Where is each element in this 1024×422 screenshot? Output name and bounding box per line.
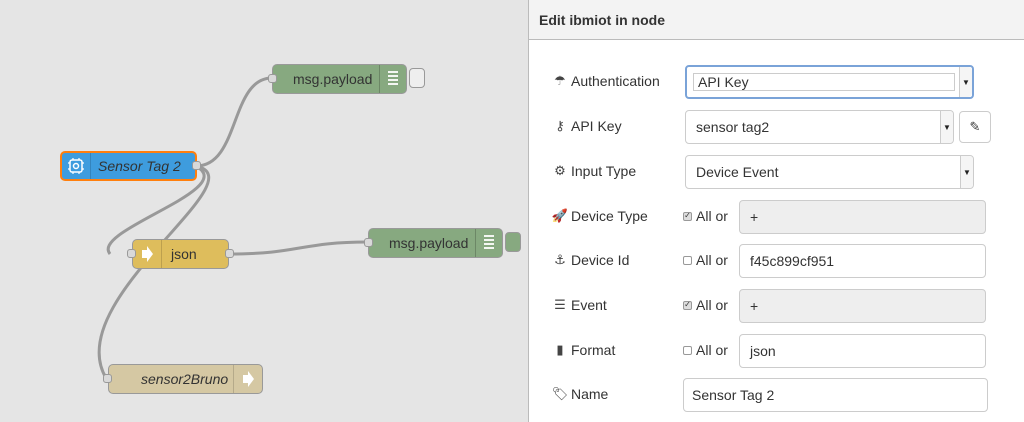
flow-canvas[interactable]: msg.payload Sensor Tag 2 json msg.payloa… — [0, 0, 528, 422]
tasks-icon: ☰ — [554, 297, 566, 312]
link-out-node[interactable]: sensor2Bruno — [103, 364, 263, 394]
input-port[interactable] — [127, 249, 136, 258]
input-port[interactable] — [103, 374, 112, 383]
chevron-down-icon: ▼ — [940, 111, 953, 143]
authentication-select[interactable]: API Key ▼ — [685, 65, 974, 99]
rocket-icon: 🚀 — [551, 208, 569, 223]
key-icon: ⚷ — [555, 118, 565, 133]
format-value: json — [750, 343, 776, 359]
input-port[interactable] — [268, 74, 277, 83]
format-input[interactable]: json — [739, 334, 986, 368]
checkbox-label: All or — [696, 342, 728, 358]
input-type-select[interactable]: Device Event ▼ — [685, 155, 974, 189]
device-id-value: f45c899cf951 — [750, 253, 835, 269]
device-type-label: 🚀 Device Type — [551, 201, 648, 231]
umbrella-icon: ☂ — [554, 73, 566, 88]
chevron-down-icon: ▼ — [959, 67, 972, 97]
api-key-value: sensor tag2 — [696, 119, 770, 135]
format-all-checkbox[interactable]: All or — [683, 335, 728, 365]
node-label: msg.payload — [389, 235, 469, 251]
wire-json-to-debug-mid — [228, 240, 369, 256]
field-label: Name — [571, 386, 609, 402]
device-type-input[interactable]: + — [739, 200, 986, 234]
ibmiot-in-node[interactable]: Sensor Tag 2 — [60, 151, 201, 181]
edit-node-panel: Edit ibmiot in node ☂ Authentication API… — [528, 0, 1024, 422]
checkbox-label: All or — [696, 297, 728, 313]
field-label: Format — [571, 342, 616, 358]
device-id-all-checkbox[interactable]: All or — [683, 245, 728, 275]
output-port[interactable] — [192, 161, 201, 170]
checkbox-checked[interactable]: ✓ — [683, 300, 692, 310]
input-type-label: ⚙ Input Type — [553, 156, 636, 186]
device-type-all-checkbox[interactable]: ✓ All or — [683, 201, 728, 231]
name-value: Sensor Tag 2 — [692, 387, 775, 403]
node-label: Sensor Tag 2 — [98, 158, 181, 174]
field-label: Event — [571, 297, 607, 313]
node-label: sensor2Bruno — [141, 371, 229, 387]
output-port[interactable] — [225, 249, 234, 258]
input-port[interactable] — [364, 238, 373, 247]
event-input[interactable]: + — [739, 289, 986, 323]
debug-toggle-button[interactable] — [505, 232, 521, 252]
cogs-icon: ⚙ — [554, 163, 566, 178]
checkbox-checked[interactable]: ✓ — [683, 211, 692, 221]
panel-title: Edit ibmiot in node — [539, 11, 665, 28]
field-label: Authentication — [571, 73, 660, 89]
tag-icon: 🏷 — [551, 386, 569, 401]
edit-api-key-button[interactable]: ✎ — [959, 111, 991, 143]
name-label: 🏷 Name — [551, 379, 609, 409]
wire-sensor-to-link — [97, 164, 211, 379]
checkbox-unchecked[interactable] — [683, 255, 692, 265]
debug-toggle-button[interactable] — [409, 68, 425, 88]
checkbox-unchecked[interactable] — [683, 345, 692, 355]
debug-node-top[interactable]: msg.payload — [268, 64, 407, 94]
ibmiot-chip-icon — [62, 153, 91, 179]
event-value: + — [750, 298, 759, 314]
field-label: Device Type — [571, 208, 648, 224]
wire-sensor-to-json — [106, 164, 206, 255]
event-all-checkbox[interactable]: ✓ All or — [683, 290, 728, 320]
field-label: Device Id — [571, 252, 630, 268]
device-id-input[interactable]: f45c899cf951 — [739, 244, 986, 278]
checkbox-label: All or — [696, 208, 728, 224]
name-input[interactable]: Sensor Tag 2 — [683, 378, 988, 412]
pencil-icon: ✎ — [969, 119, 981, 134]
event-label: ☰ Event — [553, 290, 607, 320]
checkbox-label: All or — [696, 252, 728, 268]
api-key-label: ⚷ API Key — [553, 111, 622, 141]
debug-list-icon — [475, 229, 502, 257]
field-label: API Key — [571, 118, 622, 134]
anchor-icon: ⚓ — [554, 252, 566, 267]
authentication-value: API Key — [698, 74, 749, 90]
authentication-label: ☂ Authentication — [553, 66, 660, 96]
format-label: ▮ Format — [553, 335, 615, 365]
api-key-select[interactable]: sensor tag2 ▼ — [685, 110, 954, 144]
panel-header: Edit ibmiot in node — [529, 0, 1024, 40]
arrow-right-icon — [233, 365, 262, 393]
debug-list-icon — [379, 65, 406, 93]
wires-layer — [97, 76, 369, 379]
json-node[interactable]: json — [127, 239, 234, 269]
device-type-value: + — [750, 209, 759, 225]
input-type-value: Device Event — [696, 164, 779, 180]
arrow-right-icon — [133, 240, 162, 268]
device-id-label: ⚓ Device Id — [553, 245, 629, 275]
wire-sensor-to-debug-top — [195, 76, 273, 168]
debug-node-mid[interactable]: msg.payload — [364, 228, 503, 258]
node-label: json — [171, 246, 197, 262]
node-label: msg.payload — [293, 71, 373, 87]
field-label: Input Type — [571, 163, 637, 179]
file-icon: ▮ — [556, 342, 564, 357]
chevron-down-icon: ▼ — [960, 156, 973, 188]
